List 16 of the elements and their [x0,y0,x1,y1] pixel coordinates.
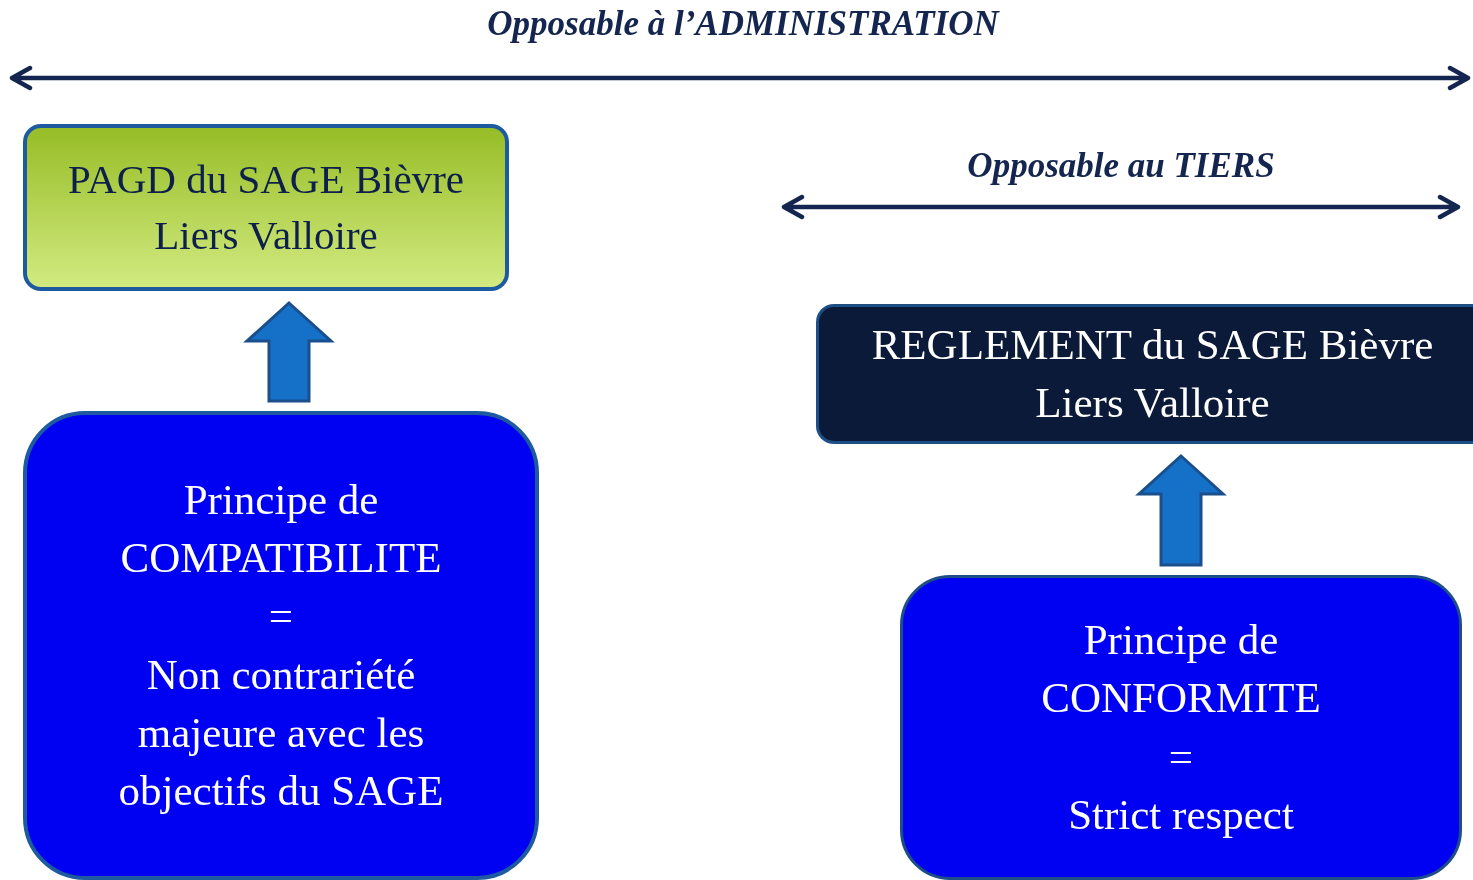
block-arrow [1135,453,1227,567]
heading-label: Opposable à l’ADMINISTRATION [487,4,999,44]
document-box [816,304,1473,444]
principle-box [23,411,539,880]
box-text: Principe de COMPATIBILITE [119,475,443,584]
box-text: Non contrariété majeure avec les objectifs du SAGE [117,649,445,816]
box-text: = [268,591,294,642]
box-text: = [1168,731,1194,782]
box-text: PAGD du SAGE Bièvre Liers Valloire [67,155,465,260]
document-box [23,124,509,291]
box-text: REGLEMENT du SAGE Bièvre Liers Valloire [870,319,1435,428]
box-text: Strict respect [1068,789,1294,840]
heading-label: Opposable au TIERS [967,146,1275,186]
box-text: Principe de CONFORMITE [1040,615,1322,724]
block-arrow [243,300,335,403]
principle-box [900,575,1462,880]
